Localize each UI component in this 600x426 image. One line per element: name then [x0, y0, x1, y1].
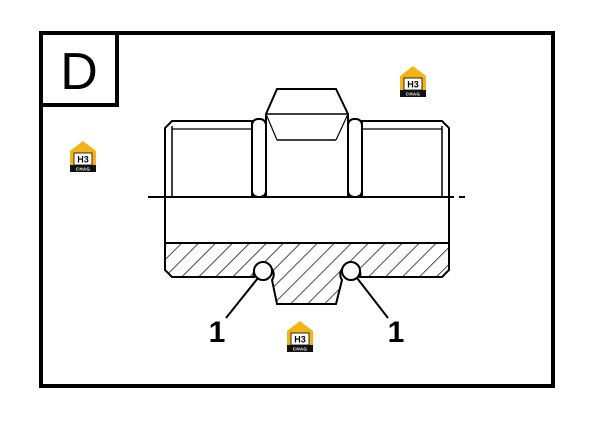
svg-text:H3: H3 [77, 155, 89, 165]
panel-label: D [39, 31, 119, 107]
watermark-logo-left: H3 CHAG [70, 141, 96, 172]
fitting-bore [164, 197, 450, 243]
fitting-section [164, 242, 450, 305]
callout-right: 1 [388, 316, 405, 349]
watermark-logo-bottom: H3 CHAG [287, 321, 313, 352]
svg-text:CHAG: CHAG [293, 347, 308, 352]
callout-left: 1 [209, 316, 226, 349]
o-ring-right [341, 261, 361, 281]
panel-letter: D [60, 43, 98, 101]
leader-line-left [225, 277, 259, 319]
svg-text:H3: H3 [407, 80, 419, 90]
fitting-upper-half [164, 88, 450, 198]
watermark-logo-top-right: H3 CHAG [400, 66, 426, 97]
o-ring-left [253, 261, 273, 281]
diagram-frame [39, 31, 555, 388]
svg-text:H3: H3 [294, 335, 306, 345]
svg-text:CHAG: CHAG [76, 167, 91, 172]
leader-line-right [356, 277, 389, 319]
svg-text:CHAG: CHAG [406, 92, 421, 97]
